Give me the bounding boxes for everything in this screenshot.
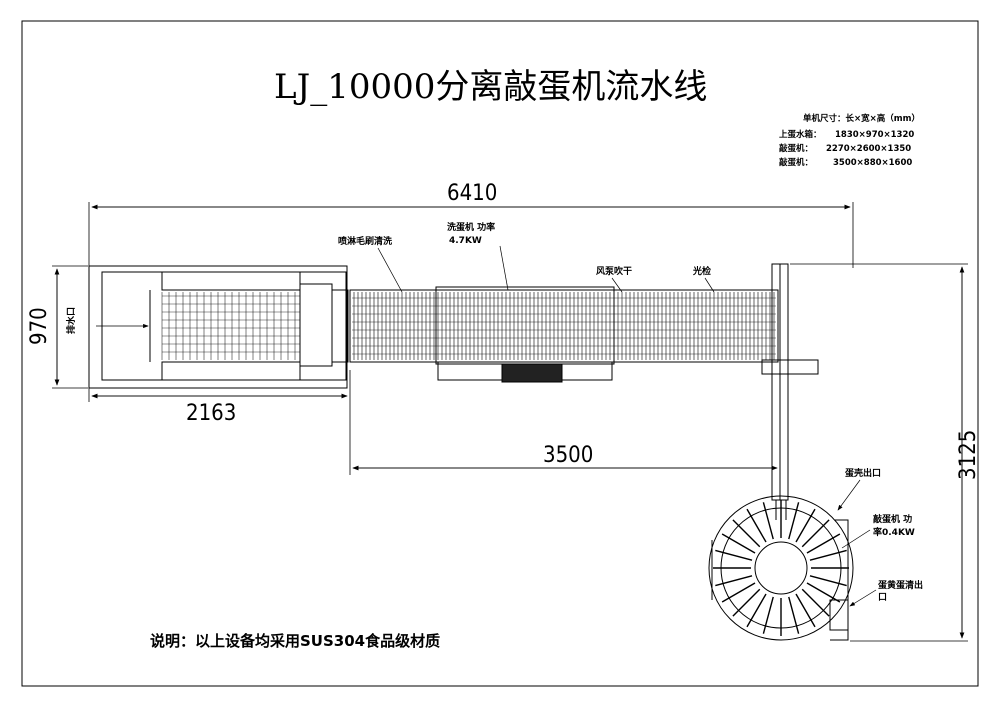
washer-conveyor: [349, 286, 779, 383]
dimension-overall: [88, 202, 854, 268]
drain-label: 排水口: [65, 307, 77, 334]
washer-power: 4.7KW: [449, 236, 482, 246]
spec-value: 3500×880×1600: [833, 158, 912, 168]
dimension-label: 970: [27, 307, 52, 345]
breaker-cup: [732, 588, 761, 617]
egg-breaker-carousel: [708, 495, 854, 641]
dimension-label: 3125: [956, 430, 981, 480]
leader-line: [611, 277, 623, 293]
breaker-cup: [746, 593, 767, 628]
dimension-label: 2163: [186, 401, 236, 426]
breaker-cup: [795, 508, 816, 543]
breaker-cup: [809, 549, 847, 561]
washer-label: 洗蛋机 功率: [447, 221, 495, 233]
leader-line: [837, 479, 861, 511]
breaker-cup: [732, 519, 761, 548]
breaker-power: 率0.4KW: [873, 526, 915, 538]
breaker-cup: [801, 519, 830, 548]
spec-name: 上蛋水箱：: [779, 129, 822, 140]
dimension-width: [52, 265, 88, 389]
conveyor-mesh: [352, 292, 776, 360]
breaker-cup: [806, 582, 841, 603]
breaker-label: 敲蛋机 功: [873, 513, 912, 525]
spec-value: 2270×2600×1350: [826, 144, 911, 154]
leader-line: [841, 529, 871, 549]
leader-line: [499, 245, 509, 291]
side-conveyor: [761, 263, 819, 520]
leader-line: [849, 589, 877, 607]
tank-roller-grid: [161, 292, 300, 360]
breaker-cup: [788, 502, 800, 540]
inspect-label: 光检: [692, 265, 711, 277]
yolk-outlet-label: 蛋黄蛋清出: [878, 579, 923, 591]
spec-name: 敲蛋机：: [779, 157, 813, 168]
breaker-cup: [788, 596, 800, 634]
dimension-label: 6410: [447, 181, 497, 206]
drawing-frame: [21, 20, 979, 687]
material-note: 说明：以上设备均采用SUS304食品级材质: [150, 632, 440, 650]
breaker-cup: [762, 596, 774, 634]
spec-table: 单机尺寸：长×宽×高（mm） 上蛋水箱： 1830×970×1320 敲蛋机： …: [779, 113, 920, 168]
spray-label: 喷淋毛刷清洗: [338, 235, 392, 247]
leader-line: [377, 247, 403, 293]
page-title: LJ_10000分离敲蛋机流水线: [274, 67, 707, 107]
breaker-cup: [806, 533, 841, 554]
breaker-cup: [715, 549, 753, 561]
loading-tank: [88, 265, 349, 389]
breaker-cup: [721, 533, 756, 554]
yolk-outlet-label-cont: 口: [878, 592, 887, 603]
breaker-cup: [746, 508, 767, 543]
breaker-cup: [801, 588, 830, 617]
breaker-cup: [715, 575, 753, 587]
shell-outlet-label: 蛋壳出口: [845, 467, 881, 479]
dimension-tank: [88, 370, 351, 475]
dimension-side: [790, 263, 968, 642]
spec-name: 敲蛋机：: [779, 143, 813, 154]
leader-line: [704, 277, 715, 293]
spec-value: 1830×970×1320: [835, 130, 914, 140]
breaker-cup: [795, 593, 816, 628]
spec-heading: 单机尺寸：长×宽×高（mm）: [803, 113, 920, 124]
dimension-label: 3500: [543, 443, 593, 468]
breaker-cup: [721, 582, 756, 603]
breaker-cup: [809, 575, 847, 587]
fan-label: 风泵吹干: [596, 265, 632, 277]
breaker-cup: [762, 502, 774, 540]
